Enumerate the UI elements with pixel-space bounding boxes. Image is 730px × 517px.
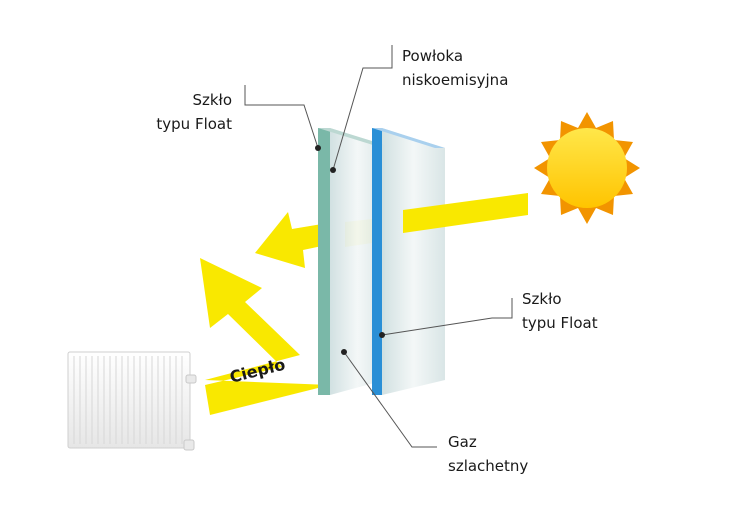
label-float-glass-right: Szkło typu Float: [522, 287, 598, 335]
label-low-e-coating: Powłoka niskoemisyjna: [402, 44, 508, 92]
label-low-e-line1: Powłoka: [402, 47, 464, 65]
leader-float-left: [244, 85, 319, 149]
sun-icon: [534, 112, 640, 224]
leader-gas: [343, 351, 437, 448]
leader-lines: [244, 45, 513, 448]
label-low-e-line2: niskoemisyjna: [402, 71, 509, 89]
sunlight-beam: [403, 193, 528, 233]
label-float-glass-left: Szkło typu Float: [140, 88, 232, 136]
heat-arrow: [200, 258, 330, 415]
label-float-glass-left-line1: Szkło: [192, 91, 232, 109]
label-noble-gas: Gaz szlachetny: [448, 430, 528, 478]
label-noble-gas-line2: szlachetny: [448, 457, 529, 475]
leader-low-e: [332, 45, 393, 171]
reflected-arrow: [255, 212, 322, 268]
label-noble-gas-line1: Gaz: [448, 433, 477, 451]
leader-dots: [315, 145, 385, 355]
label-float-glass-right-line2: typu Float: [522, 314, 598, 332]
radiator-icon: [67, 351, 197, 451]
label-float-glass-left-line2: typu Float: [156, 115, 232, 133]
glass-pane-left: [318, 128, 385, 395]
label-float-glass-right-line1: Szkło: [522, 290, 562, 308]
leader-float-right: [381, 298, 513, 336]
glass-pane-right: [372, 128, 445, 395]
